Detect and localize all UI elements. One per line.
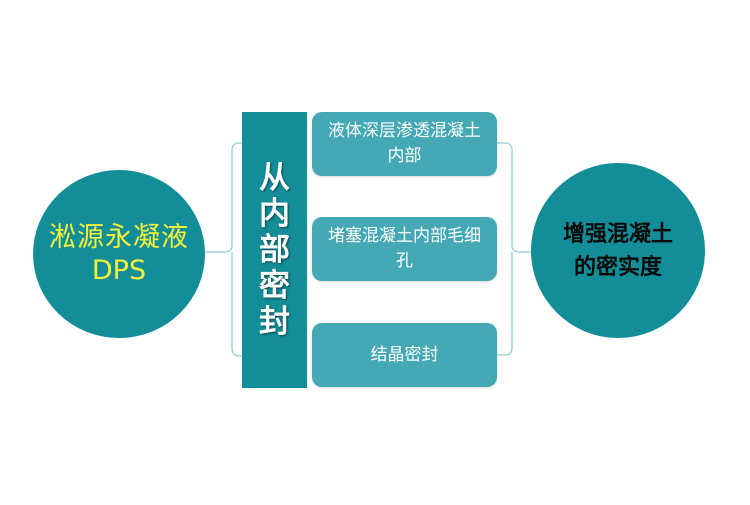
- result-label: 增强混凝土的密实度: [562, 221, 673, 280]
- source-code: DPS: [91, 255, 147, 286]
- step-label: 堵塞混凝土内部毛细孔: [328, 226, 481, 271]
- step-box-2: 堵塞混凝土内部毛细孔: [312, 217, 497, 281]
- step-label: 结晶密封: [370, 344, 439, 365]
- result-circle: 增强混凝土的密实度: [531, 163, 705, 338]
- mechanism-bar: 从内部密封: [242, 112, 307, 388]
- step-box-3: 结晶密封: [312, 323, 497, 387]
- mechanism-label: 从内部密封: [259, 160, 290, 340]
- step-label: 液体深层渗透混凝土内部: [328, 121, 481, 166]
- source-name: 淞源永凝液: [49, 222, 189, 253]
- step-box-1: 液体深层渗透混凝土内部: [312, 112, 497, 176]
- source-circle: 淞源永凝液 DPS: [33, 170, 205, 338]
